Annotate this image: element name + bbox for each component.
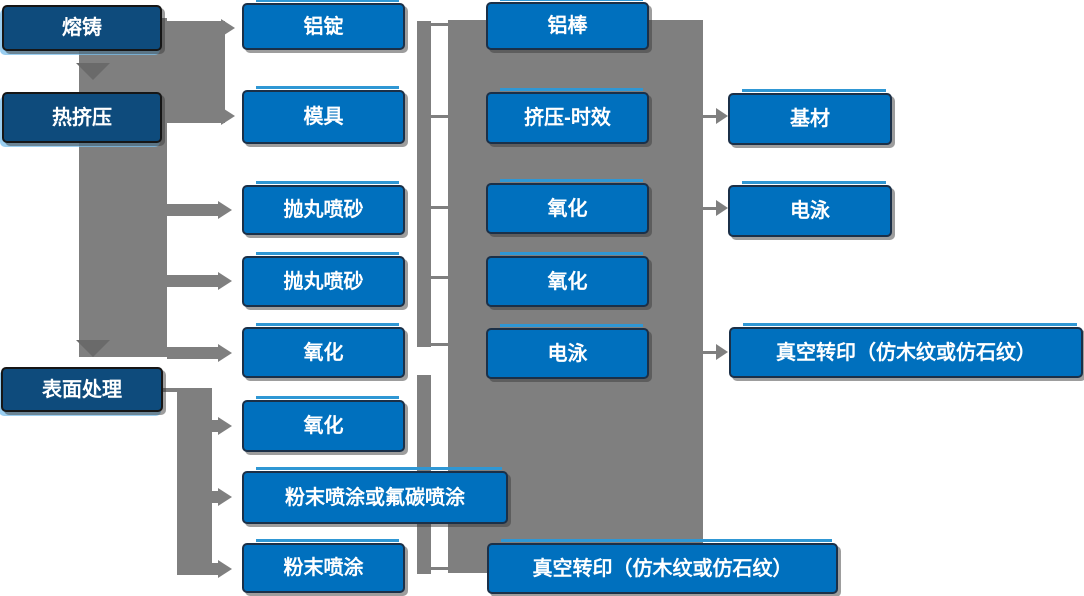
connector-arrow-stem-vacuum [703, 351, 718, 354]
connector-surface-trunk [177, 388, 212, 575]
node-electrophoresis-2: 电泳 [728, 181, 892, 237]
node-powder-or-fluorocarbon: 粉末喷涂或氟碳喷涂 [242, 467, 508, 524]
node-aluminum-rod: 铝棒 [486, 0, 649, 50]
arrow-down-icon [76, 63, 110, 80]
arrow-right-icon [218, 201, 232, 219]
arrow-right-icon [716, 200, 728, 216]
connector-rail-link-row8 [431, 567, 448, 570]
node-powder-coating: 粉末喷涂 [242, 539, 405, 593]
node-vacuum-transfer-bottom: 真空转印（仿木纹或仿石纹） [487, 539, 838, 594]
arrow-right-icon [218, 417, 232, 435]
node-aluminum-ingot: 铝锭 [242, 0, 405, 50]
node-oxidation-4: 氧化 [486, 252, 649, 307]
node-oxidation-2: 氧化 [242, 396, 405, 452]
connector-stub-row8 [205, 563, 220, 575]
arrow-down-icon [76, 340, 110, 357]
node-shot-blast-sand-2: 抛丸喷砂 [242, 252, 405, 307]
arrow-right-icon [716, 108, 728, 124]
connector-stub-row4 [167, 275, 220, 287]
arrow-right-icon [218, 344, 232, 362]
connector-rail-link-row4 [431, 276, 448, 279]
node-oxidation-3: 氧化 [486, 179, 649, 234]
connector-stub-row7 [205, 491, 220, 503]
connector-rail-link-row3 [431, 206, 448, 209]
connector-rail-link-row2 [431, 115, 448, 118]
connector-arrow-stem-substrate [703, 115, 718, 118]
connector-arrow-stem-electrophoresis [703, 207, 718, 210]
connector-stub-row5 [167, 347, 220, 359]
arrow-right-icon [218, 488, 232, 506]
arrow-right-icon [218, 272, 232, 290]
node-melting-casting: 熔铸 [2, 5, 162, 51]
node-hot-extrusion: 热挤压 [2, 92, 162, 143]
node-vacuum-transfer-right: 真空转印（仿木纹或仿石纹） [729, 323, 1083, 378]
connector-rail-top [417, 21, 431, 347]
connector-surface-link [163, 388, 179, 392]
connector-rail-link-row1 [431, 23, 448, 26]
connector-rail-link-row5 [431, 343, 448, 346]
connector-left-trunk-upper [162, 21, 225, 123]
arrow-right-icon [218, 560, 232, 578]
arrow-right-icon [221, 19, 235, 37]
connector-stub-row6 [205, 420, 220, 432]
node-electrophoresis-1: 电泳 [486, 324, 649, 379]
arrow-right-icon [221, 107, 235, 125]
node-shot-blast-sand-1: 抛丸喷砂 [242, 181, 405, 235]
connector-stub-row3 [167, 204, 220, 216]
node-substrate: 基材 [728, 89, 892, 145]
node-extrusion-aging: 挤压-时效 [486, 88, 649, 144]
node-mold: 模具 [242, 86, 405, 144]
node-surface-treatment: 表面处理 [1, 367, 163, 412]
arrow-right-icon [716, 344, 728, 360]
node-oxidation-1: 氧化 [242, 323, 405, 378]
